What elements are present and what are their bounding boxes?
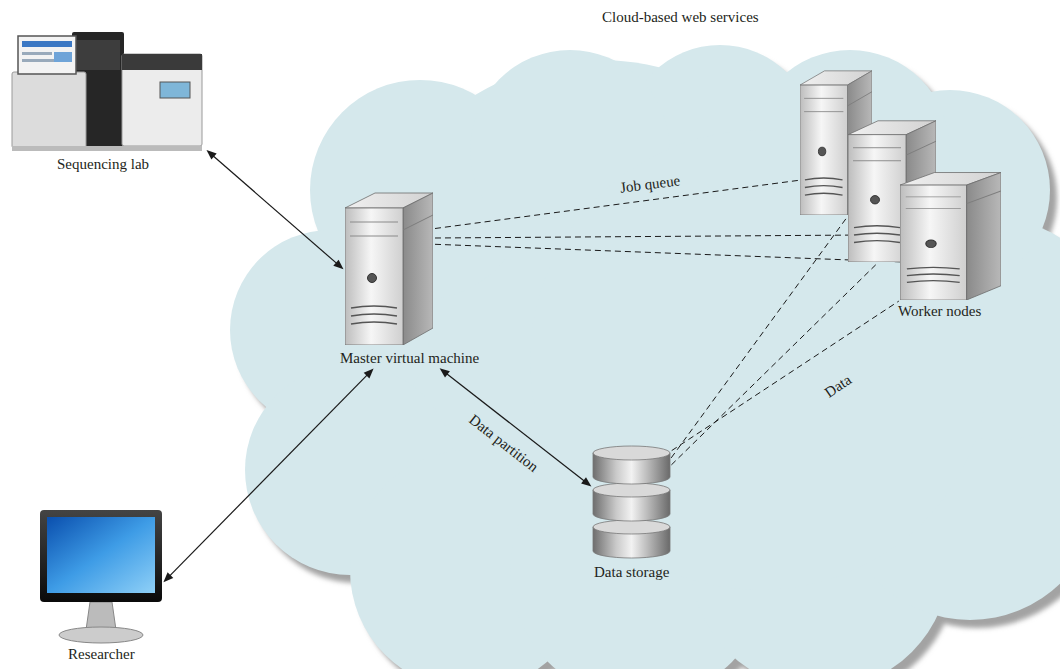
sequencer-panel xyxy=(76,40,120,70)
monitor-base xyxy=(59,627,143,643)
sequencer-display xyxy=(160,82,190,98)
node-label: Worker nodes xyxy=(898,303,981,320)
node-label: Sequencing lab xyxy=(57,156,149,173)
sequencer-base xyxy=(12,146,202,151)
node-label: Master virtual machine xyxy=(340,350,479,367)
connector xyxy=(440,368,592,486)
monitor-illustration xyxy=(40,510,162,644)
dashed-link xyxy=(435,244,901,262)
server-cluster-illustration xyxy=(798,68,1003,300)
disk-top xyxy=(593,446,670,460)
arrowhead xyxy=(364,368,374,378)
arrow-line xyxy=(213,156,336,263)
cloud-fill xyxy=(230,45,1060,669)
database-node: Data storage xyxy=(593,446,670,581)
monitor-bar xyxy=(22,41,72,47)
server-cluster-node: Worker nodes xyxy=(798,68,1003,320)
monitor-neck xyxy=(86,602,116,630)
monitor-bezel xyxy=(40,510,162,602)
sequencer-top-panel xyxy=(122,54,202,70)
node-label: Researcher xyxy=(68,646,135,663)
disk-top xyxy=(593,483,670,497)
arrowhead xyxy=(581,477,591,486)
workstation-node: Researcher xyxy=(40,510,162,663)
arrowhead xyxy=(440,368,450,377)
node-label: Data storage xyxy=(594,564,669,581)
cloud-region: Cloud-based web services Master virtual … xyxy=(240,0,1060,669)
arrow-line xyxy=(447,374,585,481)
server-node: Master virtual machine xyxy=(340,190,480,367)
database-illustration xyxy=(593,446,670,559)
dashed-link xyxy=(435,235,850,238)
sequencer-right xyxy=(122,54,202,146)
monitor-line xyxy=(22,52,52,55)
dashed-link xyxy=(672,301,899,451)
cloud-title: Cloud-based web services xyxy=(602,9,759,26)
dashed-link xyxy=(671,216,848,458)
sequencer-node: Sequencing lab xyxy=(10,30,205,173)
dashed-link xyxy=(671,262,878,465)
sequencer-monitor xyxy=(18,36,76,74)
server-illustration xyxy=(345,190,433,345)
server-tower xyxy=(900,173,1001,300)
server-tower xyxy=(345,193,433,345)
monitor-screen xyxy=(47,517,155,593)
monitor-button xyxy=(54,52,72,62)
sequencer-illustration xyxy=(10,30,205,155)
arrowhead xyxy=(333,260,343,270)
arrowhead xyxy=(163,572,173,582)
connector xyxy=(207,150,344,269)
sequencer-left xyxy=(12,72,86,148)
arrow-line xyxy=(170,375,368,576)
arrowhead xyxy=(207,150,217,160)
connector xyxy=(163,368,373,582)
disk-top xyxy=(593,520,670,534)
